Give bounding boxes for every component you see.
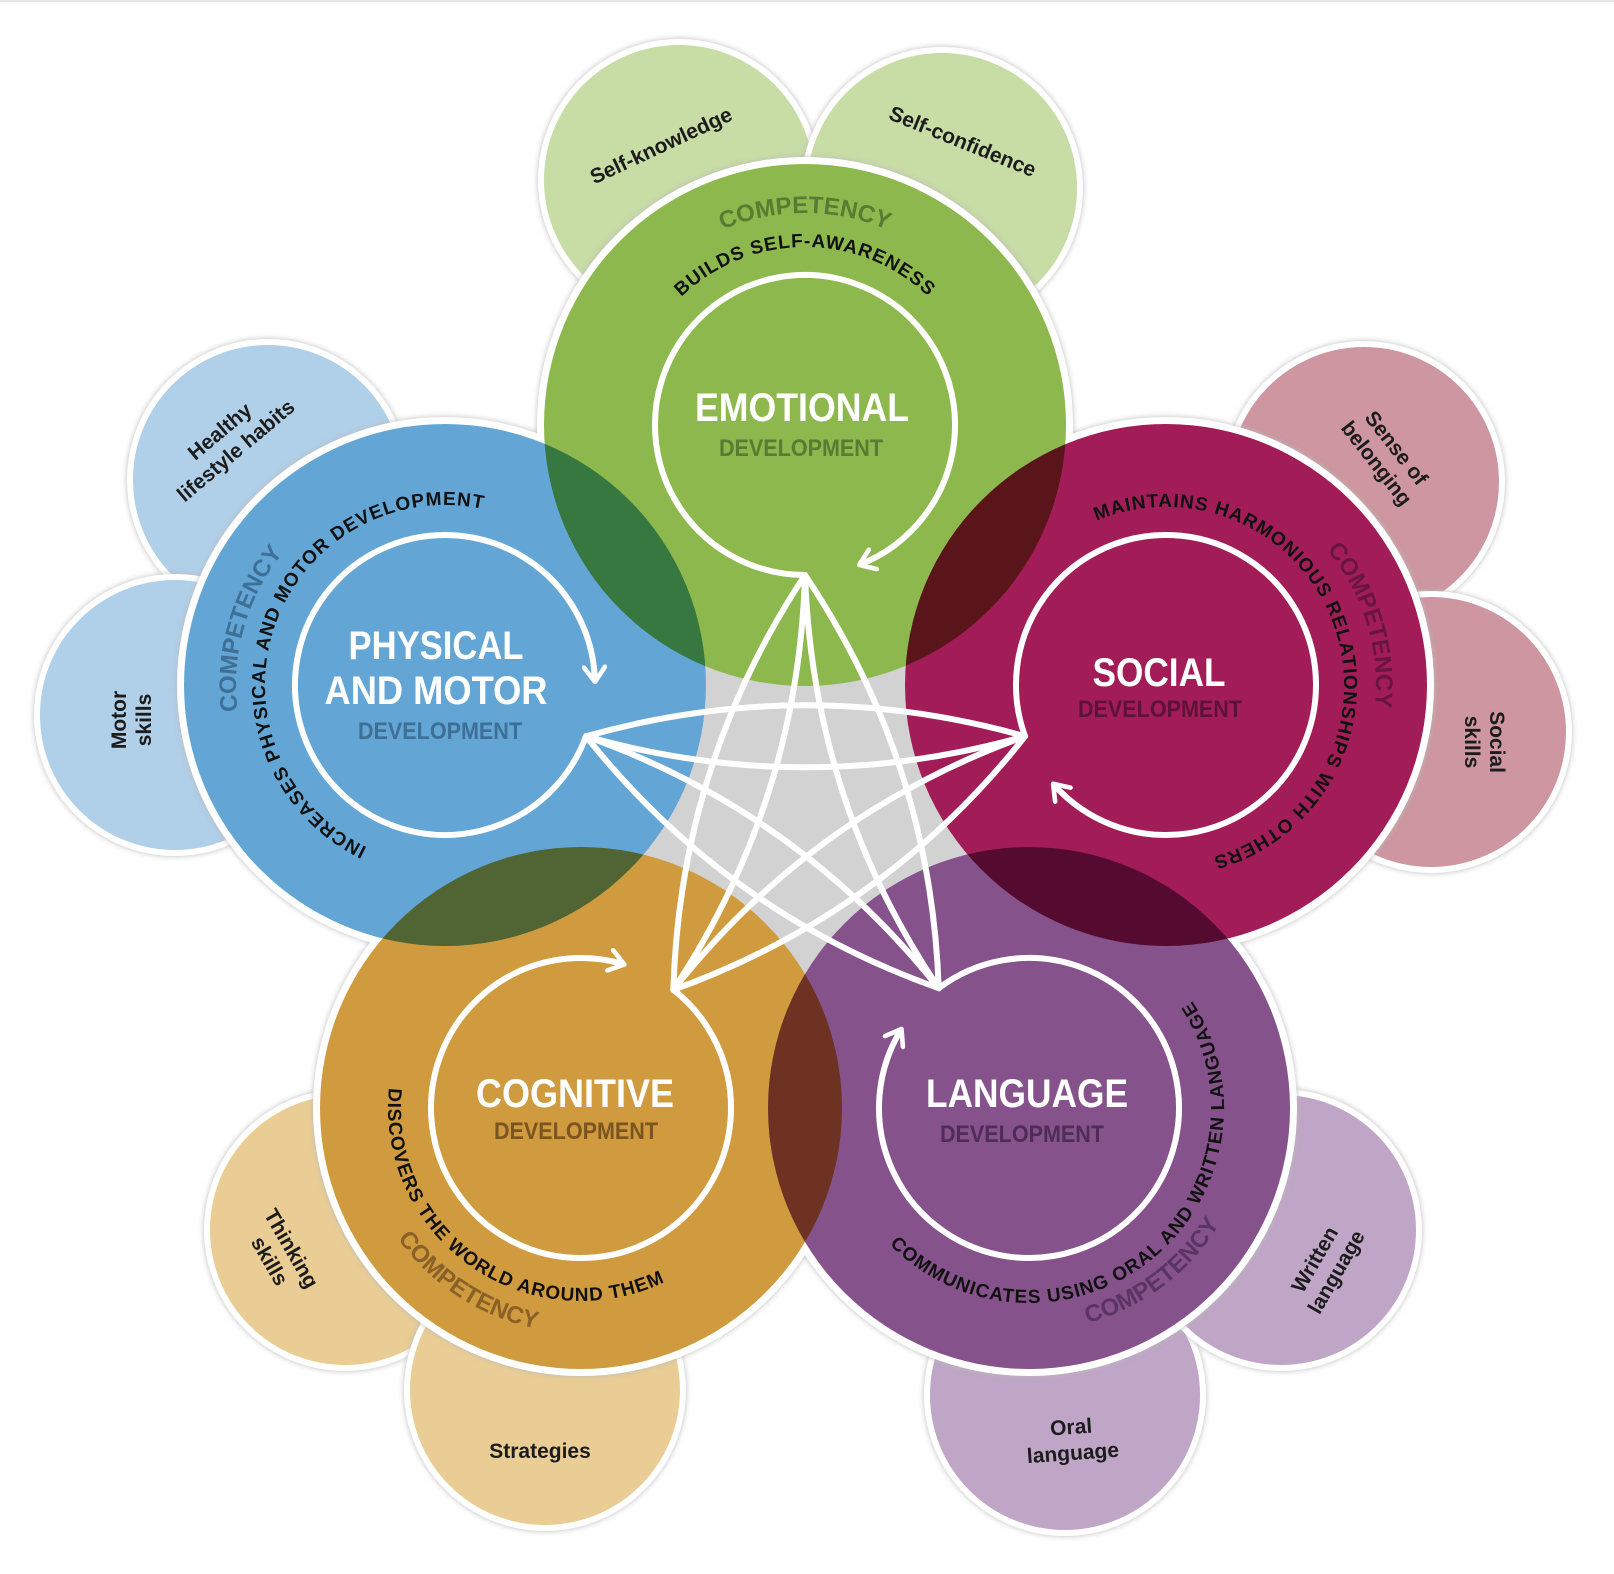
emotional-title: EMOTIONAL [695,386,909,430]
skill-label: Strategies [489,1440,591,1463]
emo-cycle-ring-arrow [652,272,958,578]
connector-emo-cog [670,572,808,993]
connector-soc-cog [670,733,1029,993]
emotional-subtitle: DEVELOPMENT [719,435,883,462]
language-title: LANGUAGE [926,1072,1128,1116]
connector-emo-lan [802,572,942,992]
skill-label: Oral [1049,1415,1093,1441]
social-title: SOCIAL [1093,651,1226,695]
physical-subtitle: DEVELOPMENT [358,718,522,745]
social-subtitle: DEVELOPMENT [1078,696,1242,723]
skill-label: Social [1485,711,1508,773]
skill-label: Motor [108,691,131,749]
connector-emo-lan [802,572,942,992]
language-subtitle: DEVELOPMENT [940,1121,1104,1148]
connector-soc-cog [670,733,1029,993]
language-circle [768,847,1290,1369]
social-circle [905,424,1427,946]
lan-cycle-ring-arrow [875,955,1182,1261]
cognitive-subtitle: DEVELOPMENT [494,1118,658,1145]
emotional-circle [544,164,1066,686]
connector-phy-lan [582,733,942,992]
skill-label: skills [1460,716,1483,769]
physical-circle [184,424,706,946]
connector-phy-soc [582,702,1029,740]
connector-emo-cog [670,572,808,993]
top-divider [0,0,1614,2]
cognitive-title: COGNITIVE [476,1072,674,1116]
soc-cycle-ring-arrow [1013,532,1319,838]
connector-phy-lan [582,733,942,992]
phy-cycle-ring-arrow [292,532,595,838]
skill-label: skills [133,694,156,747]
physical-title-line1: PHYSICAL [349,624,524,668]
connector-phy-soc [582,733,1029,771]
cycle-arrows [292,272,1319,1261]
cog-cycle-ring-arrow [428,958,734,1261]
physical-title-line2: AND MOTOR [325,669,548,713]
